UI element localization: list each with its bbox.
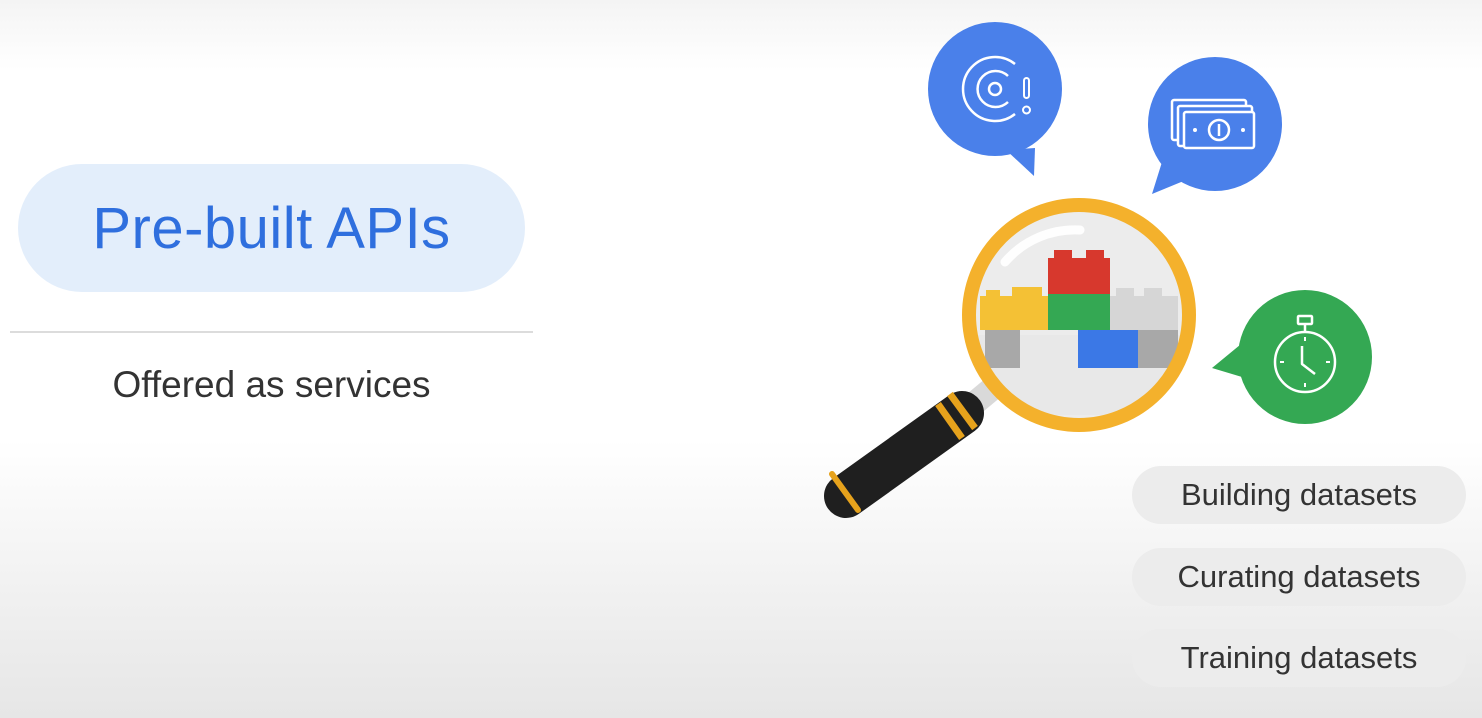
divider bbox=[10, 331, 533, 333]
stopwatch-icon bbox=[1212, 290, 1372, 424]
magnifying-glass-icon bbox=[824, 198, 1196, 518]
tag-building-datasets: Building datasets bbox=[1132, 466, 1466, 524]
slide-title: Pre-built APIs bbox=[92, 195, 451, 261]
magnifier-illustration bbox=[824, 22, 1372, 518]
tag-training-datasets: Training datasets bbox=[1132, 629, 1466, 687]
sensor-alert-icon bbox=[928, 22, 1062, 176]
tag-curating-datasets: Curating datasets bbox=[1132, 548, 1466, 606]
slide-subtitle: Offered as services bbox=[112, 364, 431, 405]
money-icon bbox=[1148, 57, 1282, 194]
title-pill: Pre-built APIs bbox=[18, 164, 525, 292]
